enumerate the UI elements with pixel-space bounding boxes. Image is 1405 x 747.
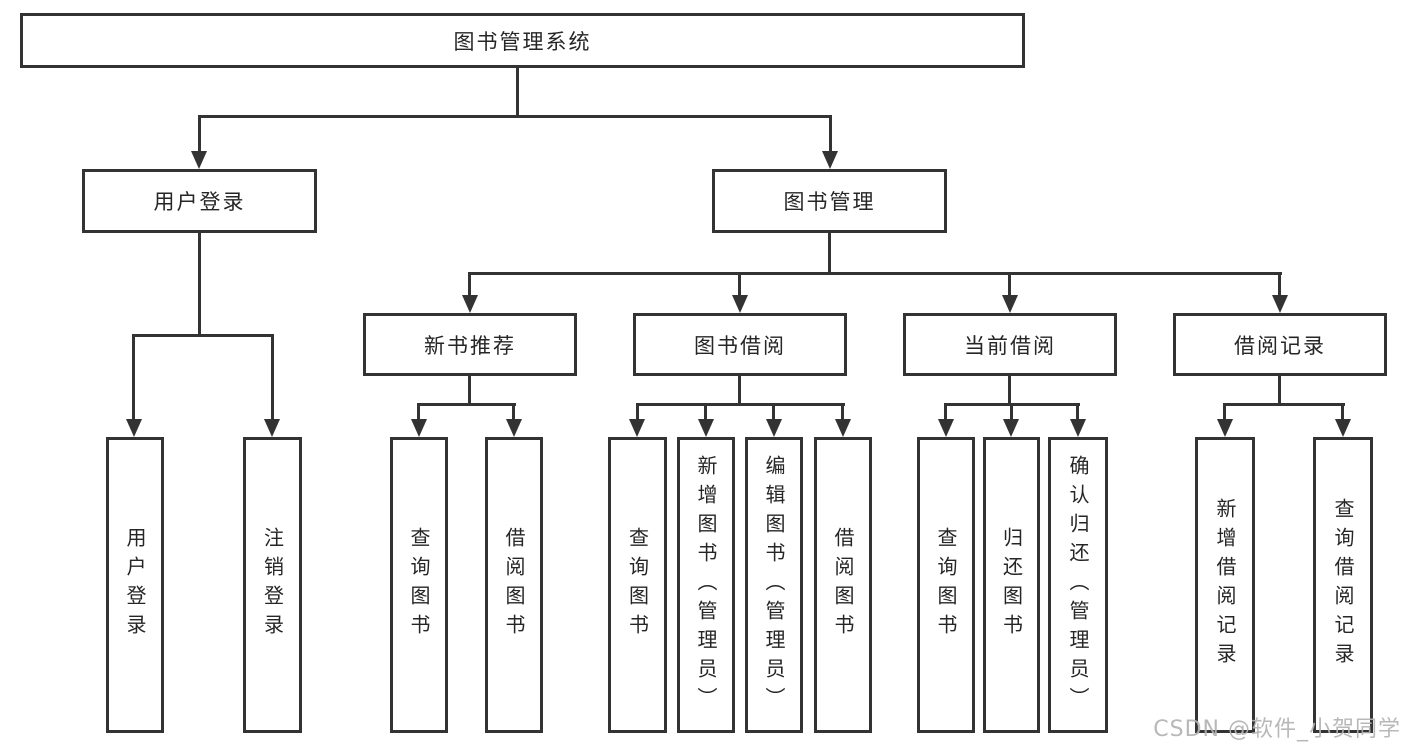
node-root-label: 图书管理系统	[453, 29, 592, 54]
node-book-management-label: 图书管理	[783, 190, 876, 214]
leaf-borrow-book-label: 借阅图书	[831, 527, 855, 643]
connector-line	[271, 334, 274, 421]
leaf-query-book-current: 查询图书	[917, 437, 975, 733]
leaf-query-book-borrow-label: 查询图书	[625, 527, 650, 643]
node-root: 图书管理系统	[20, 13, 1025, 68]
connector-line	[944, 403, 947, 422]
leaf-borrow-book: 借阅图书	[814, 437, 872, 733]
arrow-down-icon	[411, 419, 427, 437]
arrow-down-icon	[126, 419, 142, 437]
leaf-add-borrow-record: 新增借阅记录	[1195, 437, 1255, 733]
leaf-edit-book-admin: 编辑图书（管理员）	[745, 437, 803, 733]
leaf-confirm-return-admin: 确认归还（管理员）	[1048, 437, 1108, 733]
connector-line	[738, 376, 741, 405]
connector-line	[133, 334, 274, 337]
node-book-borrow: 图书借阅	[633, 313, 847, 376]
leaf-query-borrow-record-label: 查询借阅记录	[1331, 498, 1355, 672]
connector-line	[1008, 272, 1011, 298]
leaf-query-book-recommend: 查询图书	[390, 437, 448, 733]
arrow-down-icon	[698, 419, 714, 437]
connector-line	[468, 272, 471, 298]
connector-line	[704, 403, 707, 422]
connector-line	[1008, 376, 1011, 405]
connector-line	[417, 403, 420, 422]
leaf-borrow-book-recommend: 借阅图书	[485, 437, 543, 733]
arrow-down-icon	[732, 295, 748, 313]
connector-line	[738, 272, 741, 298]
csdn-watermark: CSDN @软件_小贺同学	[1153, 717, 1401, 742]
node-book-borrow-label: 图书借阅	[694, 333, 786, 358]
arrow-down-icon	[1272, 295, 1288, 313]
arrow-down-icon	[191, 151, 207, 169]
connector-line	[132, 334, 135, 421]
arrow-down-icon	[1003, 419, 1019, 437]
leaf-add-book-admin: 新增图书（管理员）	[677, 437, 735, 733]
arrow-down-icon	[822, 151, 838, 169]
node-book-management: 图书管理	[712, 169, 947, 233]
arrow-down-icon	[1335, 419, 1351, 437]
connector-line	[841, 403, 844, 422]
connector-line	[1224, 403, 1345, 406]
connector-line	[1341, 403, 1344, 422]
connector-line	[1278, 272, 1281, 298]
node-borrow-record-label: 借阅记录	[1234, 333, 1326, 358]
leaf-user-login-label: 用户登录	[123, 527, 147, 643]
leaf-query-book-current-label: 查询图书	[934, 527, 958, 643]
leaf-confirm-return-admin-label: 确认归还（管理员）	[1066, 454, 1090, 716]
connector-line	[418, 403, 516, 406]
leaf-logout-label: 注销登录	[260, 527, 285, 643]
arrow-down-icon	[938, 419, 954, 437]
node-borrow-record: 借阅记录	[1173, 313, 1387, 376]
connector-line	[469, 272, 1282, 275]
connector-line	[198, 115, 832, 118]
leaf-logout: 注销登录	[243, 437, 302, 733]
node-current-borrow: 当前借阅	[903, 313, 1117, 376]
connector-line	[1076, 403, 1079, 422]
connector-line	[468, 376, 471, 405]
connector-line	[1223, 403, 1226, 422]
leaf-return-book-label: 归还图书	[999, 527, 1024, 643]
arrow-down-icon	[1217, 419, 1233, 437]
arrow-down-icon	[1070, 419, 1086, 437]
connector-line	[198, 233, 201, 335]
leaf-query-borrow-record: 查询借阅记录	[1313, 437, 1373, 733]
node-new-book-recommend-label: 新书推荐	[424, 333, 516, 358]
connector-line	[1278, 376, 1281, 405]
node-user-login-label: 用户登录	[153, 190, 246, 214]
connector-line	[829, 115, 832, 153]
arrow-down-icon	[462, 295, 478, 313]
arrow-down-icon	[1002, 295, 1018, 313]
arrow-down-icon	[835, 419, 851, 437]
leaf-add-borrow-record-label: 新增借阅记录	[1213, 498, 1237, 672]
arrow-down-icon	[629, 419, 645, 437]
leaf-edit-book-admin-label: 编辑图书（管理员）	[762, 454, 786, 716]
leaf-query-book-recommend-label: 查询图书	[407, 527, 431, 643]
connector-line	[1010, 403, 1013, 422]
connector-line	[636, 403, 639, 422]
node-current-borrow-label: 当前借阅	[964, 333, 1056, 358]
arrow-down-icon	[506, 419, 522, 437]
connector-line	[828, 233, 831, 274]
node-new-book-recommend: 新书推荐	[363, 313, 577, 376]
connector-line	[198, 115, 201, 153]
leaf-return-book: 归还图书	[983, 437, 1040, 733]
leaf-borrow-book-recommend-label: 借阅图书	[502, 527, 526, 643]
arrow-down-icon	[766, 419, 782, 437]
leaf-user-login: 用户登录	[106, 437, 164, 733]
node-user-login: 用户登录	[82, 169, 317, 233]
leaf-add-book-admin-label: 新增图书（管理员）	[694, 454, 718, 716]
arrow-down-icon	[264, 419, 280, 437]
leaf-query-book-borrow: 查询图书	[608, 437, 667, 733]
connector-line	[636, 403, 845, 406]
connector-line	[512, 403, 515, 422]
connector-line	[516, 68, 519, 116]
connector-line	[772, 403, 775, 422]
